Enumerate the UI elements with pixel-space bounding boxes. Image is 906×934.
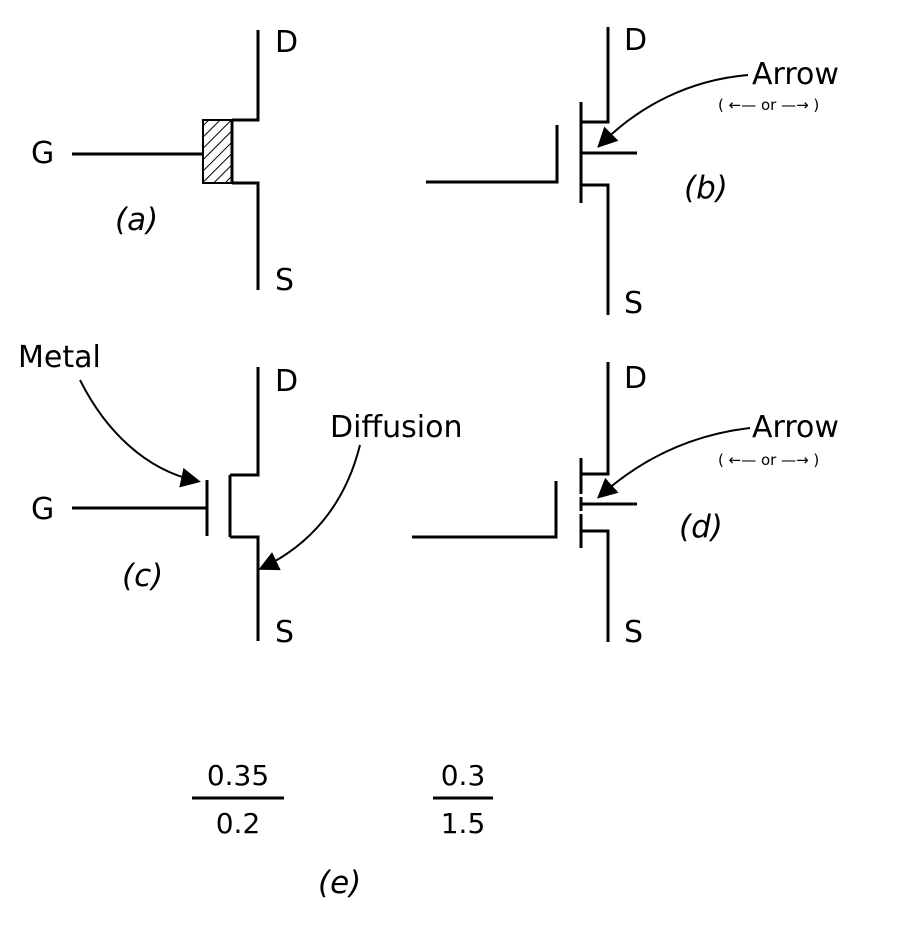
transistor-d-arrow-note: ( ←— or —→ ) (718, 451, 819, 469)
ratio2-denominator: 1.5 (441, 807, 486, 840)
transistor-d: D S Arrow ( ←— or —→ ) (d) (412, 361, 839, 650)
transistor-c-diffusion-label: Diffusion (330, 410, 462, 445)
transistor-c-source-wire (230, 535, 260, 641)
transistor-d-source-wire (579, 529, 610, 642)
sizing-e: 0.35 0.2 0.3 1.5 (e) (192, 759, 493, 901)
transistor-c-source-label: S (275, 615, 294, 650)
transistor-c-diffusion-pointer (258, 444, 361, 571)
transistor-a-source-label: S (275, 263, 294, 298)
ratio1-numerator: 0.35 (207, 759, 269, 792)
transistor-b-arrow-note: ( ←— or —→ ) (718, 96, 819, 114)
transistor-d-drain-wire (579, 362, 610, 476)
transistor-b-arrow-label: Arrow (752, 57, 839, 92)
sizing-e-caption: (e) (318, 865, 361, 901)
transistor-c-metal-label: Metal (18, 340, 101, 375)
transistor-b: D S Arrow ( ←— or —→ ) (b) (426, 23, 839, 321)
transistor-d-drain-label: D (624, 361, 647, 396)
transistor-a-caption: (a) (115, 202, 158, 238)
transistor-b-gate (426, 125, 559, 184)
transistor-a-source-wire (232, 181, 260, 290)
transistor-c-gate-label: G (31, 492, 54, 527)
transistor-c-caption: (c) (122, 558, 163, 594)
transistor-d-arrow-pointer (597, 427, 751, 499)
transistor-b-drain-wire (579, 27, 610, 124)
transistor-a: D G S (a) (31, 25, 298, 298)
transistor-a-gate-hatch (202, 119, 233, 184)
transistor-b-source-wire (579, 183, 610, 315)
transistor-d-caption: (d) (679, 509, 723, 545)
ratio2-numerator: 0.3 (441, 759, 486, 792)
transistor-d-source-label: S (624, 615, 643, 650)
transistor-d-gate (412, 481, 558, 539)
transistor-b-caption: (b) (684, 170, 728, 206)
transistor-a-drain-wire (232, 30, 260, 122)
transistor-d-arrow-label: Arrow (752, 410, 839, 445)
transistor-c-drain-label: D (275, 364, 298, 399)
transistor-b-source-label: S (624, 286, 643, 321)
ratio1-denominator: 0.2 (216, 807, 261, 840)
transistor-b-drain-label: D (624, 23, 647, 58)
transistor-c: D G S Metal Diffusion (c) (18, 340, 462, 650)
transistor-a-gate-label: G (31, 136, 54, 171)
transistor-c-drain-wire (230, 367, 260, 477)
transistor-a-drain-label: D (275, 25, 298, 60)
transistor-b-arrow-pointer (597, 74, 749, 148)
transistor-c-metal-pointer (79, 379, 201, 488)
